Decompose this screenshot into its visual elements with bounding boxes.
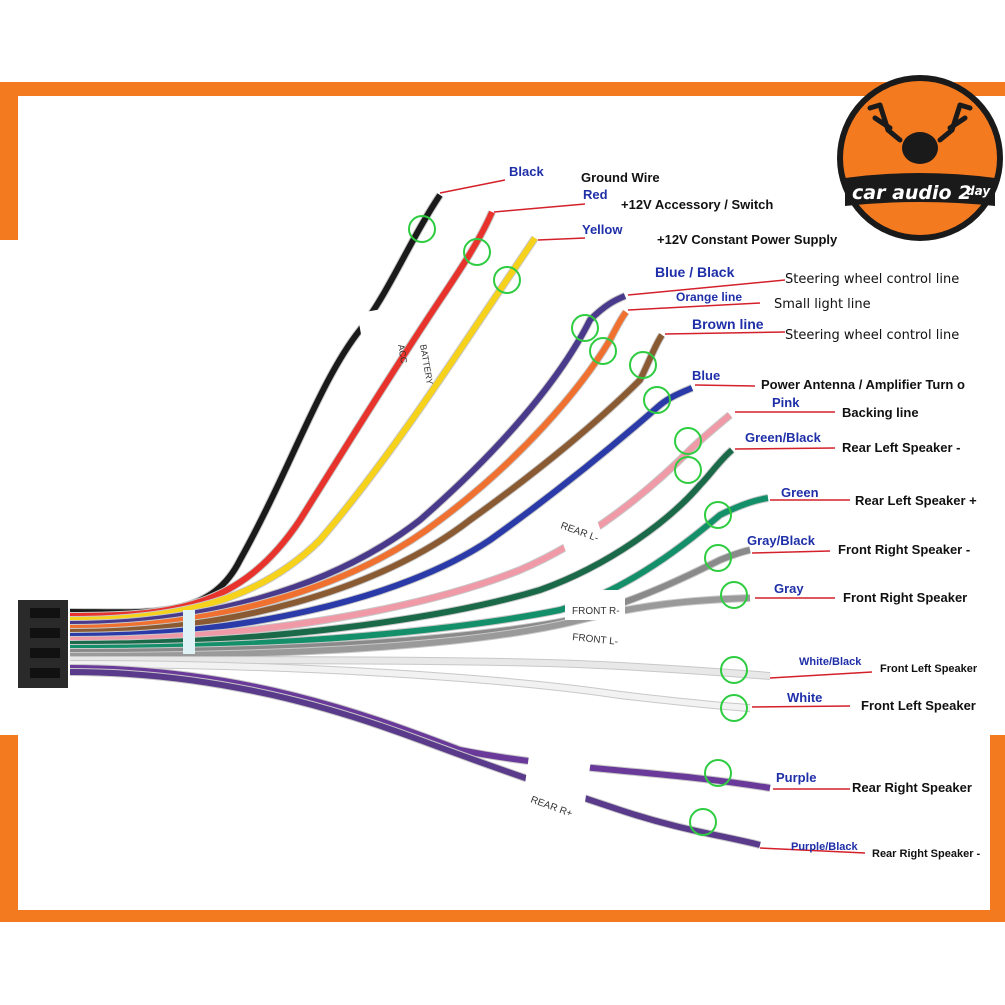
function-label-gray: Front Right Speaker xyxy=(843,590,967,605)
antlers-icon xyxy=(867,102,973,143)
color-label-green: Green xyxy=(781,485,819,500)
wire-tags: ACC BATTERY REAR L- FRONT R- FRONT L- RE… xyxy=(357,307,625,822)
wire-pink xyxy=(69,412,732,643)
color-label-white-black: White/Black xyxy=(799,656,862,668)
tag-front-r: FRONT R- xyxy=(572,606,620,617)
function-label-red: +12V Accessory / Switch xyxy=(621,197,773,212)
frame-right-bar xyxy=(990,735,1005,922)
wire-yellow xyxy=(69,236,538,623)
wire-black xyxy=(69,193,443,616)
marker-circle-purple xyxy=(704,759,732,787)
leader-line-brown-line xyxy=(664,331,786,335)
marker-circle-white-black xyxy=(720,656,748,684)
function-label-green: Rear Left Speaker + xyxy=(855,493,977,508)
wire-orange-line xyxy=(69,310,629,631)
tag-front-l: FRONT L- xyxy=(572,632,619,648)
wire-outline-red xyxy=(69,210,496,620)
function-label-yellow: +12V Constant Power Supply xyxy=(657,232,838,247)
color-label-brown-line: Brown line xyxy=(692,316,764,332)
function-label-blue-black: Steering wheel control line xyxy=(785,272,959,287)
marker-circle-yellow xyxy=(493,266,521,294)
function-label-white: Front Left Speaker xyxy=(861,698,976,713)
function-label-brown-line: Steering wheel control line xyxy=(785,328,959,343)
marker-circle-pink xyxy=(674,427,702,455)
leader-line-green-black xyxy=(734,447,836,450)
logo-superscript: day xyxy=(966,184,991,198)
wire-brown-line xyxy=(69,333,665,635)
color-label-orange-line: Orange line xyxy=(676,290,742,304)
leader-line-gray-black xyxy=(751,550,831,554)
tag-acc: ACC xyxy=(396,344,409,365)
frame-top-bar xyxy=(0,82,1005,96)
marker-circle-brown-line xyxy=(629,351,657,379)
function-label-black: Ground Wire xyxy=(581,170,660,185)
marker-circle-green-black xyxy=(674,456,702,484)
color-label-black: Black xyxy=(509,164,544,179)
marker-circle-green xyxy=(704,501,732,529)
color-label-white: White xyxy=(787,690,822,705)
leader-line-blue xyxy=(694,384,756,387)
brand-logo: car audio 2 day xyxy=(837,75,1003,241)
color-label-purple: Purple xyxy=(776,770,816,785)
color-label-gray: Gray xyxy=(774,581,804,596)
marker-circle-blue xyxy=(643,386,671,414)
leader-line-black xyxy=(439,179,506,194)
leader-line-white xyxy=(751,705,851,708)
wire-red xyxy=(69,210,495,619)
wire-gray xyxy=(69,595,751,659)
leader-line-purple-black xyxy=(759,847,866,854)
logo-text: car audio 2 xyxy=(852,182,971,204)
wire-group xyxy=(69,192,771,849)
leader-line-orange-line xyxy=(627,302,761,311)
leader-line-yellow xyxy=(537,237,586,241)
function-label-purple: Rear Right Speaker xyxy=(852,780,972,795)
leader-line-white-black xyxy=(769,671,873,679)
function-label-white-black: Front Left Speaker xyxy=(880,663,978,675)
marker-group xyxy=(408,215,748,836)
color-label-purple-black: Purple/Black xyxy=(791,841,859,853)
wire-outline-black xyxy=(69,192,444,617)
wire-green xyxy=(69,495,769,651)
harness-connector xyxy=(18,600,68,688)
color-label-red: Red xyxy=(583,187,608,202)
marker-circle-purple-black xyxy=(689,808,717,836)
function-label-pink: Backing line xyxy=(842,405,919,420)
wire-blue xyxy=(69,385,694,639)
tag-battery: BATTERY xyxy=(418,344,435,386)
frame-bottom-bar xyxy=(0,910,1005,922)
function-label-purple-black: Rear Right Speaker - xyxy=(872,848,981,860)
leader-line-blue-black xyxy=(627,279,786,296)
function-label-blue: Power Antenna / Amplifier Turn o xyxy=(761,377,965,392)
color-label-green-black: Green/Black xyxy=(745,430,822,445)
wire-white-black xyxy=(69,657,771,679)
leader-line-red xyxy=(493,203,586,213)
function-label-orange-line: Small light line xyxy=(774,297,871,312)
wire-outline-purple xyxy=(69,664,771,792)
marker-circle-black xyxy=(408,215,436,243)
marker-circle-white xyxy=(720,694,748,722)
marker-circle-gray xyxy=(720,581,748,609)
wire-green-black xyxy=(69,447,734,647)
color-label-blue: Blue xyxy=(692,368,720,383)
wire-white xyxy=(69,661,751,711)
marker-circle-orange-line xyxy=(589,337,617,365)
color-label-blue-black: Blue / Black xyxy=(655,264,735,280)
wire-purple xyxy=(69,665,771,791)
wire-purple-black xyxy=(69,669,761,848)
marker-circle-blue-black xyxy=(571,314,599,342)
frame-left-bar xyxy=(0,82,18,240)
function-label-gray-black: Front Right Speaker - xyxy=(838,542,970,557)
color-label-pink: Pink xyxy=(772,395,800,410)
color-label-gray-black: Gray/Black xyxy=(747,533,816,548)
color-label-yellow: Yellow xyxy=(582,222,623,237)
marker-circle-gray-black xyxy=(704,544,732,572)
function-label-green-black: Rear Left Speaker - xyxy=(842,440,961,455)
cable-tie xyxy=(183,610,195,654)
frame-left-bottom-bar xyxy=(0,735,18,922)
marker-circle-red xyxy=(463,238,491,266)
